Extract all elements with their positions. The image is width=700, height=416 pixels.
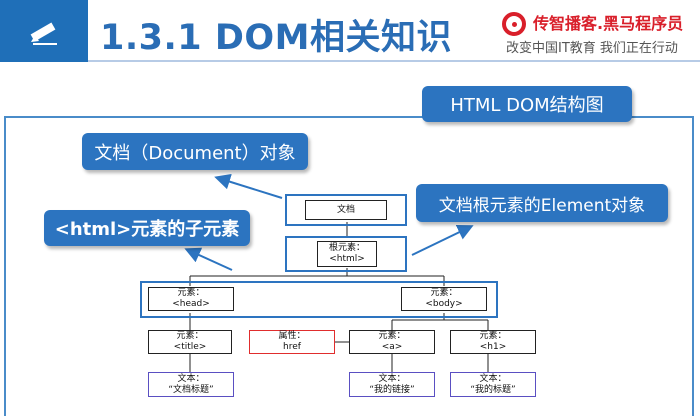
root-node-type: 根元素： (328, 243, 365, 253)
brand-tagline: 改变中国IT教育 我们正在行动 (506, 41, 678, 56)
root-highlight-box (285, 236, 407, 272)
title-text-node-value: “文档标题” (168, 384, 214, 395)
root-node-tag: <html> (329, 254, 365, 264)
a-element-node: 元素： <a> (349, 330, 435, 354)
h1-text-node: 文本： “我的标题” (450, 372, 536, 397)
brand-logo-icon (502, 12, 526, 36)
link-text-node-type: 文本： (378, 373, 406, 384)
title-divider (88, 60, 700, 62)
document-node: 文档 (305, 200, 387, 220)
link-text-node: 文本： “我的链接” (349, 372, 435, 397)
html-children-tag: <html>元素的子元素 (44, 210, 250, 246)
attribute-node-type: 属性： (278, 331, 306, 341)
a-node-tag: <a> (381, 342, 403, 352)
arrow-document (214, 173, 283, 199)
header-icon-box (0, 0, 88, 62)
h1-node-type: 元素： (479, 331, 507, 341)
attribute-node: 属性： href (249, 330, 335, 354)
children-highlight-box (140, 281, 498, 318)
brand-block: 传智播客.黑马程序员 改变中国IT教育 我们正在行动 (502, 10, 694, 56)
h1-node-tag: <h1> (479, 342, 507, 352)
body-element-node: 元素： <body> (401, 287, 487, 311)
link-text-node-value: “我的链接” (369, 384, 415, 395)
attribute-node-value: href (283, 342, 301, 352)
h1-text-node-value: “我的标题” (470, 384, 516, 395)
h1-text-node-type: 文本： (479, 373, 507, 384)
title-element-node: 元素： <title> (148, 330, 232, 354)
brand-name: 传智播客.黑马程序员 (533, 14, 684, 33)
arrow-html-children (184, 247, 233, 271)
document-highlight-box (285, 194, 407, 226)
page-title: 1.3.1 DOM相关知识 (100, 18, 452, 58)
title-node-tag: <title> (173, 342, 207, 352)
root-element-object-tag: 文档根元素的Element对象 (416, 184, 668, 222)
title-text-node-type: 文本： (177, 373, 205, 384)
root-element-node: 根元素： <html> (317, 241, 377, 267)
head-node-tag: <head> (172, 299, 210, 309)
head-element-node: 元素： <head> (148, 287, 234, 311)
body-node-tag: <body> (425, 299, 463, 309)
document-object-tag: 文档（Document）对象 (82, 133, 308, 170)
diagram-title-tag: HTML DOM结构图 (422, 86, 632, 122)
head-node-type: 元素： (177, 288, 205, 298)
document-node-label: 文档 (336, 204, 355, 215)
title-text-node: 文本： “文档标题” (148, 372, 234, 397)
title-node-type: 元素： (176, 331, 204, 341)
arrow-root-element (411, 225, 474, 256)
body-node-type: 元素： (430, 288, 458, 298)
a-node-type: 元素： (378, 331, 406, 341)
pencil-icon (30, 22, 57, 45)
diagram-frame (4, 116, 694, 416)
h1-element-node: 元素： <h1> (450, 330, 536, 354)
